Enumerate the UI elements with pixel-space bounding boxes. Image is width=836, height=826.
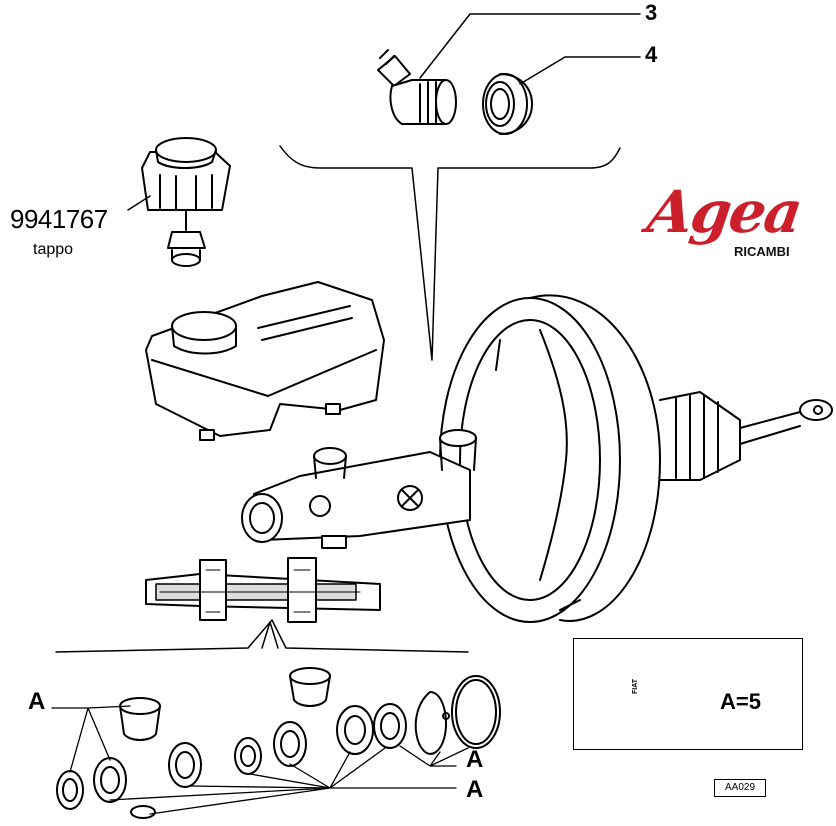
callout-number-3: 3 bbox=[645, 0, 658, 25]
kit-badge-label: FIAT bbox=[632, 678, 640, 695]
cap-part-number: 9941767 bbox=[10, 204, 108, 234]
diagram-reference-code: AA029 bbox=[714, 779, 766, 797]
seal-kit-parts bbox=[56, 667, 501, 819]
kit-quantity-box: FIAT A=5 bbox=[573, 638, 803, 750]
cap-part-name: tappo bbox=[33, 241, 74, 258]
vacuum-connector-part bbox=[377, 49, 457, 125]
seal-label-a-right-upper: A bbox=[466, 746, 484, 773]
master-cylinder-part bbox=[241, 429, 477, 549]
seal-kit-bracket bbox=[55, 619, 469, 653]
seal-label-a-right-lower: A bbox=[466, 776, 484, 803]
logo-subtitle: RICAMBI bbox=[734, 244, 790, 259]
callout-number-4: 4 bbox=[645, 42, 658, 67]
agea-ricambi-logo: Agea RICAMBI bbox=[640, 178, 810, 268]
reservoir-cap-part bbox=[141, 137, 231, 267]
kit-quantity-label: A=5 bbox=[720, 689, 761, 714]
brake-booster-part bbox=[439, 294, 833, 623]
booster-bracket bbox=[279, 145, 621, 361]
seal-label-a-left: A bbox=[28, 688, 46, 715]
master-cylinder-section-view bbox=[145, 557, 381, 623]
fluid-reservoir-part bbox=[145, 281, 385, 441]
logo-wordmark: Agea bbox=[643, 178, 805, 246]
cap-leader-line bbox=[127, 195, 151, 211]
grommet-part bbox=[482, 73, 533, 135]
seal-leader-lines bbox=[51, 705, 469, 815]
callout-leader-3 bbox=[419, 13, 641, 79]
callout-leader-4 bbox=[519, 56, 641, 85]
